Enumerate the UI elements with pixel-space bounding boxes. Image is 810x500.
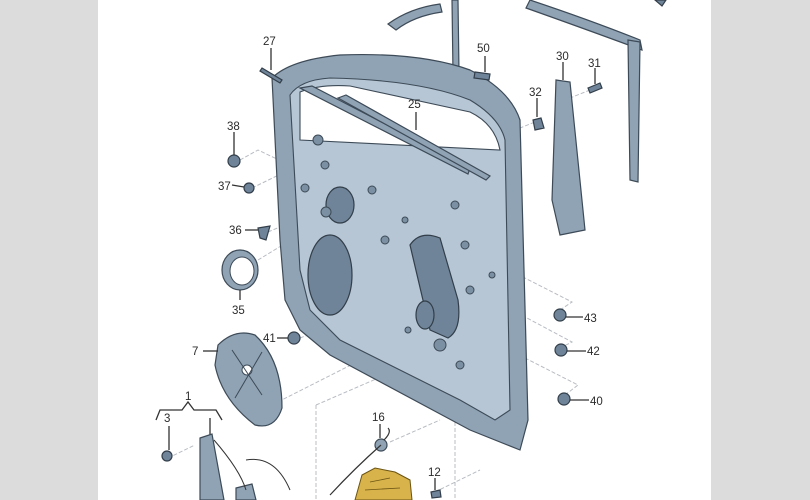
part-43-plug[interactable]: 43 — [553, 308, 597, 325]
callout-36: 36 — [229, 225, 242, 237]
callout-40: 40 — [590, 396, 603, 408]
part-37-plug[interactable]: 37 — [218, 181, 255, 194]
part-40-plug[interactable]: 40 — [557, 392, 603, 408]
callout-16: 16 — [372, 412, 385, 424]
part-38-plug[interactable]: 38 — [227, 121, 241, 168]
callout-42: 42 — [587, 346, 600, 358]
part-35-speaker-seal[interactable]: 35 — [221, 249, 259, 317]
part-27-clip[interactable]: 27 — [259, 36, 283, 84]
door-lock-actuator[interactable] — [354, 467, 413, 500]
callout-12: 12 — [428, 467, 441, 479]
part-42-plug[interactable]: 42 — [554, 343, 600, 358]
part-3-nut[interactable]: 3 — [161, 413, 173, 462]
callout-32: 32 — [529, 87, 542, 99]
part-36-grommet[interactable]: 36 — [229, 225, 271, 241]
part-41-plug[interactable]: 41 — [263, 331, 301, 345]
part-1-window-regulator[interactable]: 1 — [155, 391, 291, 500]
callout-50: 50 — [477, 43, 490, 55]
diagram-canvas: 27 25 50 30 31 32 38 37 — [98, 0, 711, 500]
callout-27: 27 — [263, 36, 276, 48]
callout-38: 38 — [227, 121, 240, 133]
part-50-label-pad[interactable]: 50 — [473, 43, 491, 81]
door-inner-panel — [271, 53, 529, 451]
parts-diagram-svg: 27 25 50 30 31 32 38 37 — [155, 0, 667, 500]
callout-7: 7 — [192, 346, 198, 358]
part-7-speaker-cover[interactable]: 7 — [192, 332, 283, 427]
callout-37: 37 — [218, 181, 231, 193]
part-16-door-cable[interactable]: 16 — [329, 412, 390, 496]
part-30-pillar-trim[interactable]: 30 — [551, 51, 586, 236]
callout-35: 35 — [232, 305, 245, 317]
callout-3: 3 — [164, 413, 170, 425]
callout-1: 1 — [185, 391, 191, 403]
part-25-window-seal-strips[interactable]: 25 — [298, 85, 491, 181]
speaker-cutout — [307, 234, 353, 316]
callout-41: 41 — [263, 333, 276, 345]
part-32-clip[interactable]: 32 — [529, 87, 545, 131]
part-12-bolt[interactable]: 12 — [428, 467, 442, 499]
callout-31: 31 — [588, 58, 601, 70]
callout-25: 25 — [408, 99, 421, 111]
part-31-screw[interactable]: 31 — [587, 58, 603, 94]
callout-43: 43 — [584, 313, 597, 325]
callout-30: 30 — [556, 51, 569, 63]
